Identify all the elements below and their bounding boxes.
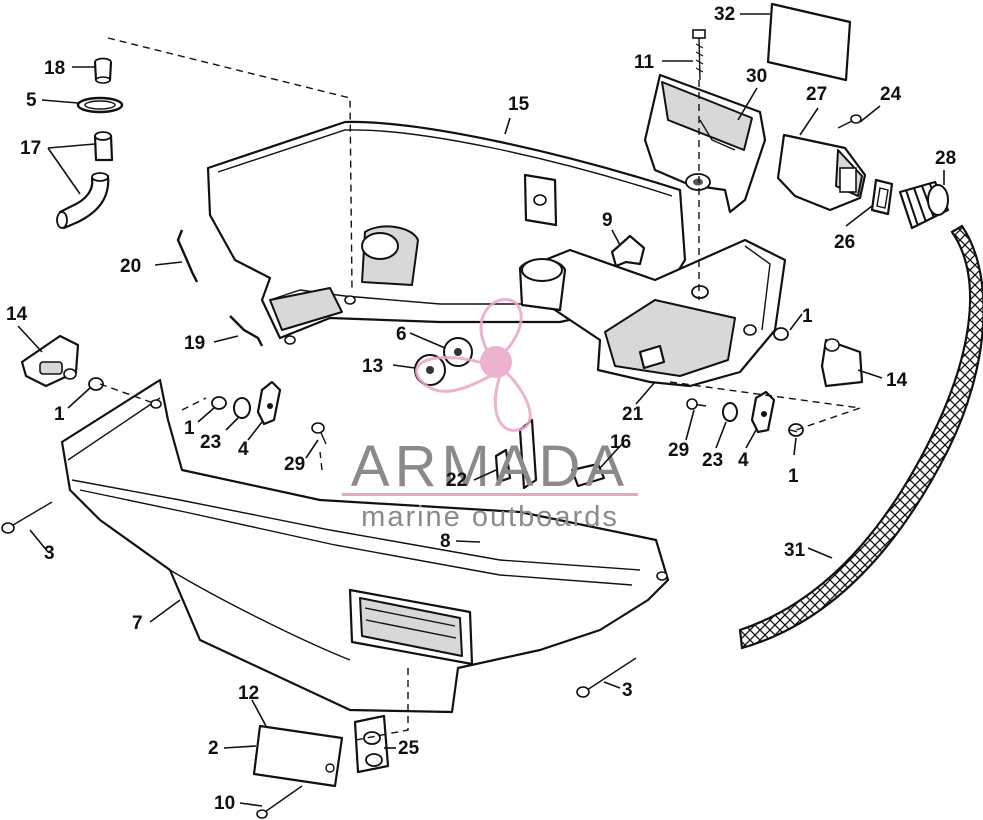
- callout-29-b: 29: [668, 440, 689, 461]
- callout-19: 19: [184, 333, 205, 354]
- callout-30: 30: [746, 66, 767, 87]
- part-14-latch-right: [820, 338, 864, 388]
- callout-12: 12: [238, 683, 259, 704]
- part-26-gasket: [870, 178, 894, 216]
- part-12-cover-plate: [252, 724, 344, 788]
- callout-6: 6: [396, 324, 407, 345]
- part-6-grommet: [443, 337, 473, 367]
- callout-20: 20: [120, 256, 141, 277]
- callout-21: 21: [622, 404, 644, 425]
- callout-23-b: 23: [702, 450, 723, 471]
- part-29-screws: [311, 398, 707, 445]
- callout-28: 28: [935, 148, 956, 169]
- callout-26: 26: [834, 232, 855, 253]
- callout-13: 13: [362, 356, 383, 377]
- part-14-latch-left: [20, 334, 80, 388]
- callout-23-a: 23: [200, 432, 221, 453]
- callout-24: 24: [880, 84, 902, 105]
- part-7-lower-cover: [60, 378, 670, 714]
- callout-25: 25: [398, 738, 420, 759]
- callout-8: 8: [440, 531, 451, 552]
- callout-7: 7: [132, 613, 143, 634]
- part-24-small-screw: [837, 114, 862, 129]
- watermark-logo: ARMADA marine outboards: [342, 298, 638, 533]
- part-18-sleeve: [93, 57, 113, 84]
- callout-labels: 32 11 30 27 24 28 26 18 5 17 15 9 20 14 …: [6, 4, 956, 814]
- propeller-icon: [415, 298, 532, 432]
- callout-10: 10: [214, 793, 235, 814]
- callout-1-b: 1: [184, 418, 195, 439]
- part-28-rubber-boot: [898, 180, 950, 230]
- part-22-pad: [494, 448, 512, 484]
- callout-11: 11: [634, 52, 655, 73]
- callout-1-d: 1: [788, 466, 799, 487]
- callout-3-a: 3: [44, 543, 55, 564]
- callout-9: 9: [602, 210, 613, 231]
- callout-18: 18: [44, 58, 65, 79]
- callout-29-a: 29: [284, 454, 305, 475]
- callout-14-left: 14: [6, 304, 28, 325]
- part-17-hose: [56, 131, 114, 230]
- part-10-screw: [256, 785, 303, 819]
- part-4-hooks: [256, 380, 776, 434]
- callout-1-c: 1: [802, 306, 813, 327]
- callout-4-a: 4: [238, 439, 249, 460]
- callout-16: 16: [610, 432, 631, 453]
- leader-lines: [17, 13, 945, 807]
- callout-5: 5: [26, 90, 37, 111]
- part-32-decal-plate: [766, 2, 852, 82]
- callout-27: 27: [806, 84, 827, 105]
- watermark-tagline: marine outboards: [361, 501, 619, 533]
- callout-32: 32: [714, 4, 735, 25]
- part-27-air-duct: [776, 133, 867, 212]
- part-16-pad: [570, 462, 606, 488]
- callout-3-b: 3: [622, 680, 633, 701]
- callout-17: 17: [20, 138, 41, 159]
- part-1-rivets: [88, 327, 804, 437]
- callout-14-right: 14: [886, 370, 908, 391]
- part-9-clip: [610, 234, 646, 268]
- part-3-screws: [1, 501, 637, 698]
- part-5-o-ring: [76, 96, 124, 114]
- part-25-mount: [353, 714, 390, 774]
- part-23-washers: [233, 397, 738, 422]
- callout-4-b: 4: [738, 450, 749, 471]
- assembly-dashed-lines: [99, 37, 861, 741]
- part-21-rear-bracket: [518, 238, 787, 388]
- part-20-spring-clip: [176, 229, 199, 283]
- watermark-brand: ARMADA: [351, 434, 629, 499]
- callout-31: 31: [784, 540, 806, 561]
- callout-22: 22: [446, 470, 467, 491]
- part-31-mesh-seal: [738, 224, 983, 650]
- part-30-bracket-housing: [643, 73, 767, 214]
- callout-15: 15: [508, 94, 530, 115]
- part-19-wire-clip: [229, 315, 264, 347]
- part-11-screw: [692, 29, 706, 81]
- callout-2: 2: [208, 738, 219, 759]
- callout-1-a: 1: [54, 404, 65, 425]
